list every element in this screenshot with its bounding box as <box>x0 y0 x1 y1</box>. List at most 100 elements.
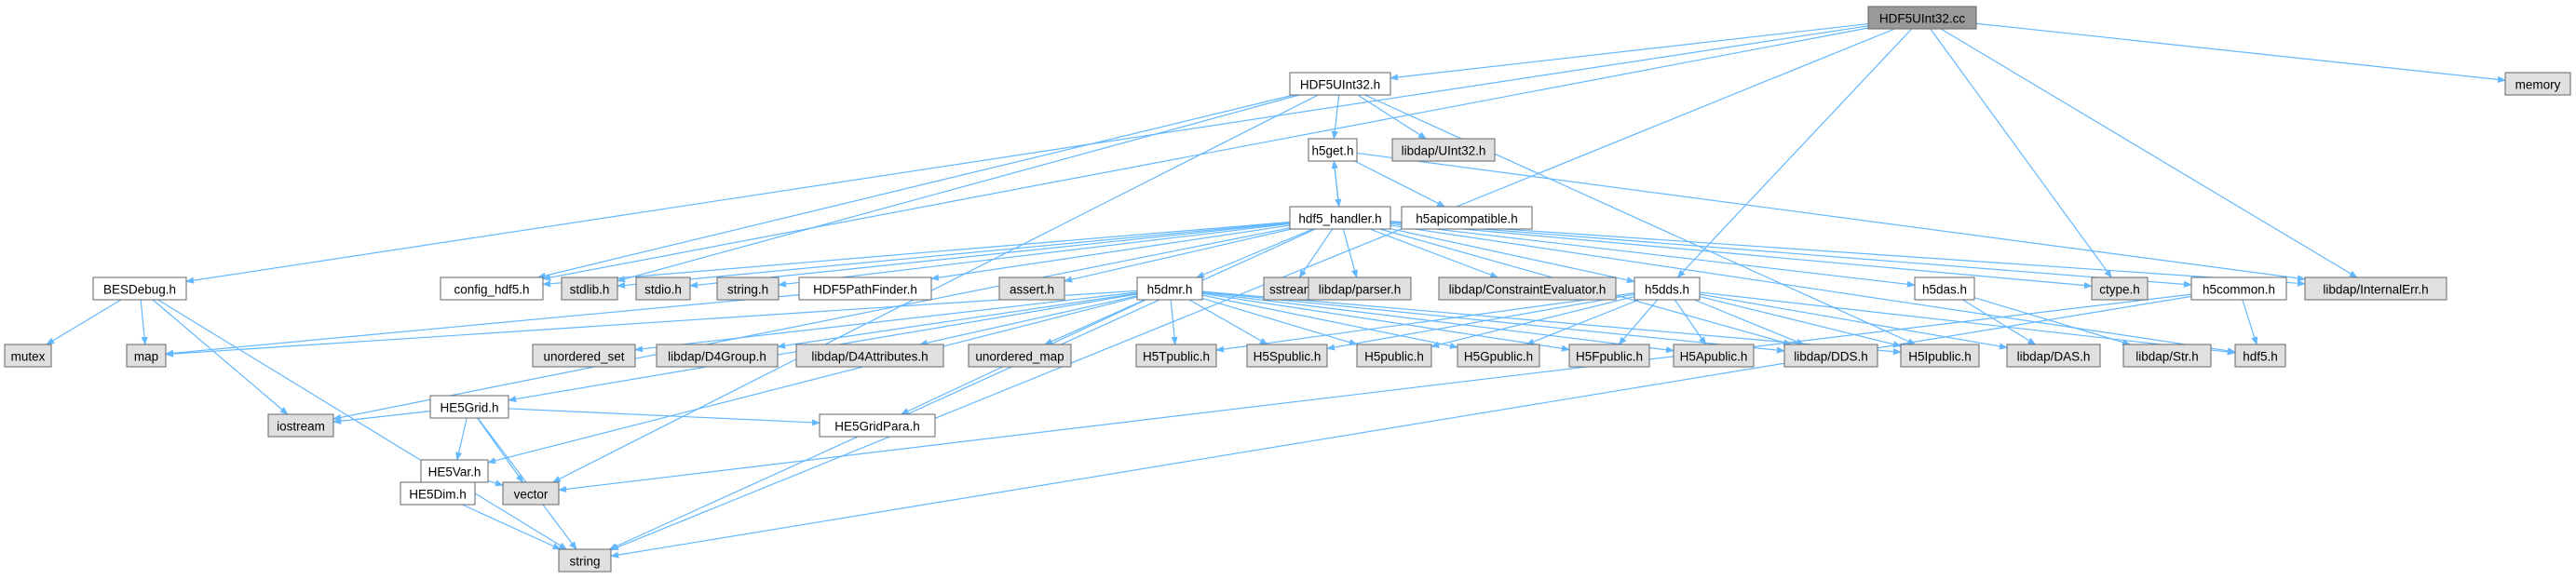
node-besdebug[interactable]: BESDebug.h <box>92 277 187 301</box>
node-root[interactable]: HDF5UInt32.cc <box>1867 6 1977 30</box>
node-internalerr: libdap/InternalErr.h <box>2304 277 2447 301</box>
edge-hdf5handler-to-h5das <box>1390 223 1916 288</box>
edge-h5get-to-internalerr <box>1356 152 2306 282</box>
node-stringstd: string <box>558 548 612 573</box>
node-libdapuint32: libdap/UInt32.h <box>1391 138 1496 162</box>
node-label-sstream: sstream <box>1269 283 1314 297</box>
node-label-unorderedmap: unordered_map <box>975 350 1064 364</box>
node-d4attr: libdap/D4Attributes.h <box>795 344 944 368</box>
node-label-constraint: libdap/ConstraintEvaluator.h <box>1449 283 1607 297</box>
node-box-he5var <box>420 459 489 483</box>
edge-h5dmr-to-map <box>165 290 1138 357</box>
edge-hdf5handler-to-h5dds <box>1390 228 1635 284</box>
node-libdapdas: libdap/DAS.h <box>2006 344 2101 368</box>
node-he5grid[interactable]: HE5Grid.h <box>429 395 509 419</box>
node-ctype: ctype.h <box>2091 277 2149 301</box>
node-he5var[interactable]: HE5Var.h <box>420 459 489 483</box>
node-h5spublic: H5Spublic.h <box>1246 344 1328 368</box>
node-h5get[interactable]: h5get.h <box>1308 138 1358 162</box>
node-box-memory <box>2504 72 2571 96</box>
edge-hdf5handler-to-constraint <box>1369 228 1499 278</box>
node-box-libdapuint32 <box>1391 138 1496 162</box>
edge-h5common-to-hdf5h <box>2242 299 2258 345</box>
node-label-stringstd: string <box>569 555 600 569</box>
node-h5fpublic: H5Fpublic.h <box>1568 344 1650 368</box>
node-box-mutex <box>4 344 52 368</box>
node-stringh: string.h <box>716 277 780 301</box>
node-label-mutex: mutex <box>11 350 46 364</box>
node-label-libdapstr: libdap/Str.h <box>2135 350 2199 364</box>
node-box-vector <box>502 481 560 506</box>
node-box-h5get <box>1308 138 1358 162</box>
node-label-stringh: string.h <box>727 283 768 297</box>
node-label-internalerr: libdap/InternalErr.h <box>2323 283 2428 297</box>
node-box-h5gpublic <box>1457 344 1540 368</box>
node-box-unorderedset <box>532 344 636 368</box>
node-label-map: map <box>134 350 158 364</box>
node-pathfinder[interactable]: HDF5PathFinder.h <box>798 277 932 301</box>
edge-h5dmr-to-he5var <box>487 296 1138 465</box>
edge-root-to-stringstd <box>610 28 1895 551</box>
edge-h5dmr-to-h5fpublic <box>1201 292 1570 352</box>
node-confighdf5[interactable]: config_hdf5.h <box>440 277 544 301</box>
node-h5gpublic: H5Gpublic.h <box>1457 344 1540 368</box>
edge-he5grid-to-vector <box>477 417 524 483</box>
node-box-stdlib <box>561 277 618 301</box>
node-libdapdds: libdap/DDS.h <box>1783 344 1878 368</box>
node-label-stdlib: stdlib.h <box>570 283 610 297</box>
node-he5gridpara[interactable]: HE5GridPara.h <box>819 413 936 438</box>
node-label-vector: vector <box>514 488 549 502</box>
node-h5common[interactable]: h5common.h <box>2190 277 2287 301</box>
edge-h5dds-to-libdapdds <box>1694 299 1805 345</box>
node-label-h5common: h5common.h <box>2203 283 2275 297</box>
node-hdf5uint32h[interactable]: HDF5UInt32.h <box>1289 72 1391 96</box>
node-label-h5gpublic: H5Gpublic.h <box>1464 350 1533 364</box>
node-h5dmr[interactable]: h5dmr.h <box>1136 277 1203 301</box>
node-h5dds[interactable]: h5dds.h <box>1634 277 1701 301</box>
node-constraint: libdap/ConstraintEvaluator.h <box>1438 277 1617 301</box>
node-box-h5ipublic <box>1900 344 1980 368</box>
node-h5das[interactable]: h5das.h <box>1914 277 1975 301</box>
node-box-he5dim <box>400 481 476 506</box>
node-assert: assert.h <box>998 277 1065 301</box>
node-box-stringstd <box>558 548 612 573</box>
node-label-unorderedset: unordered_set <box>543 350 624 364</box>
edge-h5dmr-to-h5public <box>1201 297 1358 346</box>
node-label-h5tpublic: H5Tpublic.h <box>1143 350 1210 364</box>
node-label-hdf5handler: hdf5_handler.h <box>1298 212 1381 226</box>
node-h5public: H5public.h <box>1356 344 1432 368</box>
node-box-unorderedmap <box>968 344 1072 368</box>
edge-hdf5handler-to-stringh <box>778 223 1291 288</box>
edge-hdf5handler-to-iostream <box>332 227 1291 421</box>
node-label-he5dim: HE5Dim.h <box>409 488 467 502</box>
node-box-h5das <box>1914 277 1975 301</box>
node-label-h5apicompat: h5apicompatible.h <box>1416 212 1518 226</box>
edge-root-to-h5dds <box>1676 28 1913 278</box>
node-box-d4group <box>656 344 779 368</box>
edge-h5dds-to-h5tpublic <box>1215 292 1635 353</box>
node-label-root: HDF5UInt32.cc <box>1879 12 1966 26</box>
edge-he5var-to-vector <box>487 479 504 487</box>
edge-root-to-ctype <box>1930 28 2112 278</box>
node-hdf5handler[interactable]: hdf5_handler.h <box>1289 206 1391 230</box>
node-label-libdapdds: libdap/DDS.h <box>1794 350 1868 364</box>
node-label-besdebug: BESDebug.h <box>103 283 176 297</box>
node-label-h5public: H5public.h <box>1364 350 1424 364</box>
node-box-he5grid <box>429 395 509 419</box>
node-h5apicompat[interactable]: h5apicompatible.h <box>1401 206 1533 230</box>
node-label-pathfinder: HDF5PathFinder.h <box>813 283 917 297</box>
node-box-h5fpublic <box>1568 344 1650 368</box>
node-box-hdf5uint32h <box>1289 72 1391 96</box>
node-box-d4attr <box>795 344 944 368</box>
edge-h5dds-to-h5apublic <box>1674 299 1707 345</box>
node-label-hdf5h: hdf5.h <box>2243 350 2278 364</box>
edge-hdf5uint32h-to-h5ipublic <box>1364 94 1917 345</box>
edge-h5get-to-h5apicompat <box>1354 160 1446 208</box>
node-vector: vector <box>502 481 560 506</box>
node-label-he5var: HE5Var.h <box>428 465 481 479</box>
node-box-besdebug <box>92 277 187 301</box>
node-label-h5das: h5das.h <box>1922 283 1967 297</box>
node-he5dim[interactable]: HE5Dim.h <box>400 481 476 506</box>
node-box-h5common <box>2190 277 2287 301</box>
